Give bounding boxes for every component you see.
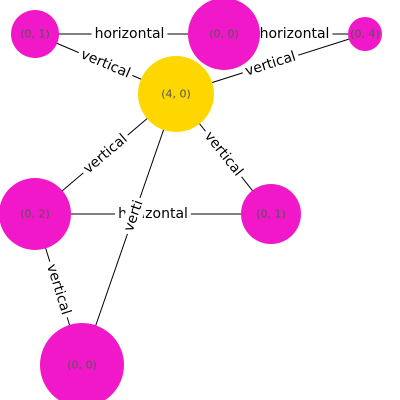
root-node-circle: [138, 56, 214, 132]
node-n6: (0, 0): [40, 323, 124, 400]
node-circle: [348, 17, 382, 51]
node-label: (0, 0): [209, 28, 239, 41]
edge-label: horizontal: [260, 26, 330, 42]
node-n2: (0, 0): [188, 0, 260, 70]
edge-label-group: horizontal: [256, 25, 333, 43]
edge-label-group: vertical: [77, 128, 134, 180]
edge-labels-layer: horizontal horizontal vertical vertical vert…: [41, 25, 333, 320]
node-n3: (0, 4): [348, 17, 382, 51]
edge-label-group: vertical: [75, 44, 136, 84]
node-circle: [11, 10, 59, 58]
node-label: (0, 1): [20, 28, 50, 41]
node-circle: [241, 184, 301, 244]
edge-label-background: [198, 125, 249, 183]
node-label: (0, 1): [256, 208, 286, 221]
node-label: (4, 0): [161, 88, 191, 101]
node-label: (0, 0): [67, 359, 97, 372]
nodes-layer: (4, 0) (0, 1) (0, 0) (0, 4) (0, 2) (0, 1) (0, …: [0, 0, 382, 400]
edge-label: vertical: [78, 46, 132, 81]
edge-label: vertical: [80, 131, 130, 177]
edge-label-background: [118, 195, 149, 237]
node-circle: [0, 178, 71, 250]
edge-label-background: [256, 25, 333, 43]
node-circle: [40, 323, 124, 400]
edge-label-group: vertical: [41, 259, 76, 320]
edge-label: vertical: [43, 262, 74, 317]
edge-label-group: vertical: [198, 125, 249, 183]
edge-label: horizontal: [95, 26, 165, 42]
edge-label-background: [91, 25, 168, 43]
edge-label-group: horizontal: [91, 25, 168, 43]
node-label: (0, 4): [350, 28, 380, 41]
edge-label-background: [77, 128, 134, 180]
node-label: (0, 2): [20, 208, 50, 221]
edge-label-background: [240, 46, 301, 82]
node-n4: (0, 2): [0, 178, 71, 250]
edge-label-background: [75, 44, 136, 84]
node-n5: (0, 1): [241, 184, 301, 244]
edge-label: vertical: [201, 129, 246, 180]
node-circle: [188, 0, 260, 70]
node-n40: (4, 0): [138, 56, 214, 132]
edge-label-background: [41, 259, 76, 320]
node-n1: (0, 1): [11, 10, 59, 58]
